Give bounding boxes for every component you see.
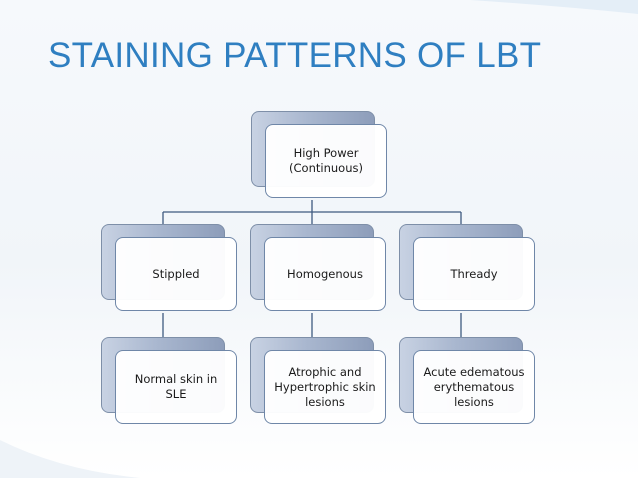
node-normal-skin-sle: Normal skin in SLE: [101, 337, 237, 424]
node-atrophic-hypertrophic-label: Atrophic and Hypertrophic skin lesions: [264, 350, 386, 424]
node-homogenous-label: Homogenous: [264, 237, 386, 311]
node-normal-skin-sle-label: Normal skin in SLE: [115, 350, 237, 424]
node-stippled: Stippled: [101, 224, 237, 311]
node-thready: Thready: [399, 224, 535, 311]
node-acute-edematous: Acute edematous erythematous lesions: [399, 337, 535, 424]
node-atrophic-hypertrophic: Atrophic and Hypertrophic skin lesions: [250, 337, 386, 424]
node-stippled-label: Stippled: [115, 237, 237, 311]
node-homogenous: Homogenous: [250, 224, 386, 311]
node-root: High Power (Continuous): [251, 111, 387, 198]
slide-title: STAINING PATTERNS OF LBT: [48, 36, 542, 75]
node-acute-edematous-label: Acute edematous erythematous lesions: [413, 350, 535, 424]
node-root-label: High Power (Continuous): [265, 124, 387, 198]
node-thready-label: Thready: [413, 237, 535, 311]
